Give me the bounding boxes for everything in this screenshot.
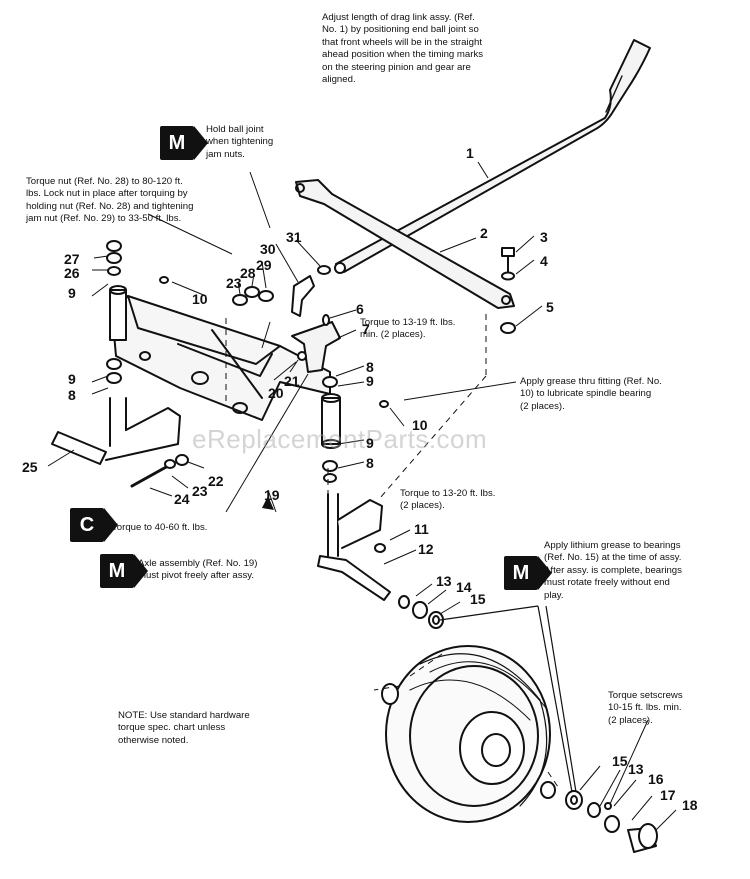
drag-link-part [334, 39, 651, 274]
callout-14: 14 [456, 579, 472, 595]
callout-10-left: 10 [192, 291, 208, 307]
callout-15-outer: 15 [612, 753, 628, 769]
m-badge-axle: M [100, 554, 148, 588]
left-spindle-part [51, 285, 181, 465]
callout-8-right-bottom: 8 [366, 455, 374, 471]
callout-24: 24 [174, 491, 190, 507]
nut-5-part [500, 322, 516, 334]
right-spindle-part [321, 376, 389, 483]
left-hardware [106, 240, 169, 384]
callout-13: 13 [436, 573, 452, 589]
callout-8-right-top: 8 [366, 359, 374, 375]
callout-6: 6 [356, 301, 364, 317]
callout-10-right: 10 [412, 417, 428, 433]
c-badge-torque: C [70, 508, 118, 542]
callout-5: 5 [546, 299, 554, 315]
alignment-dashes [225, 314, 561, 791]
steering-arm-part [291, 314, 341, 373]
ball-joint-part [291, 265, 331, 317]
callout-9-right-bottom: 9 [366, 435, 374, 451]
outer-hub-hardware [565, 790, 658, 853]
callout-17: 17 [660, 787, 676, 803]
tie-rod-part [295, 179, 515, 309]
note-torque-40-60: Torque to 40-60 ft. lbs. [112, 522, 208, 533]
callout-21: 21 [284, 373, 300, 389]
callout-12: 12 [418, 541, 434, 557]
callout-22: 22 [208, 473, 224, 489]
callout-19: 19 [264, 487, 280, 503]
callout-16: 16 [648, 771, 664, 787]
callout-29: 29 [256, 257, 272, 273]
watermark: eReplacementParts.com [192, 424, 488, 454]
callout-1: 1 [466, 145, 474, 161]
pivot-bolt-hardware [130, 286, 274, 488]
callout-23-upper: 23 [226, 275, 242, 291]
note-torque-nut: Torque nut (Ref. No. 28) to 80-120 ft. l… [26, 176, 194, 225]
note-standard-hardware: NOTE: Use standard hardware torque spec.… [118, 710, 250, 746]
m-badge-lithium: M [504, 556, 552, 590]
note-torque-13-19: Torque to 13-19 ft. lbs. min. (2 places)… [360, 317, 456, 341]
note-ball-joint: Hold ball joint when tightening jam nuts… [206, 124, 274, 160]
callout-20: 20 [268, 385, 284, 401]
callout-27: 27 [64, 251, 80, 267]
callout-8-left: 8 [68, 387, 76, 403]
callout-28: 28 [240, 265, 256, 281]
spindle-12-part [317, 493, 391, 601]
callout-30: 30 [260, 241, 276, 257]
axle-beam-part [111, 295, 331, 421]
wheel-tire-part [381, 645, 556, 823]
bolt-3-part [501, 247, 515, 281]
callout-9-left-bottom: 9 [68, 371, 76, 387]
callout-2: 2 [480, 225, 488, 241]
note-axle-pivot: Axle assembly (Ref. No. 19) must pivot f… [138, 558, 258, 582]
note-torque-13-20: Torque to 13-20 ft. lbs. (2 places). [400, 488, 496, 512]
leader-lines [47, 161, 677, 831]
callout-26: 26 [64, 265, 80, 281]
callout-15: 15 [470, 591, 486, 607]
note-drag-link: Adjust length of drag link assy. (Ref. N… [322, 12, 484, 86]
arrow-19 [262, 496, 274, 510]
callout-9-left-top: 9 [68, 285, 76, 301]
note-lithium: Apply lithium grease to bearings (Ref. N… [544, 540, 682, 601]
wheel-hub-hardware [398, 595, 444, 629]
callout-3: 3 [540, 229, 548, 245]
lithium-pointers [439, 605, 577, 793]
callout-4: 4 [540, 253, 548, 269]
callout-31: 31 [286, 229, 302, 245]
callout-9-right-top: 9 [366, 373, 374, 389]
note-grease-fitting: Apply grease thru fitting (Ref. No. 10) … [520, 376, 662, 412]
callout-13-outer: 13 [628, 761, 644, 777]
callout-18: 18 [682, 797, 698, 813]
m-badge-ball-joint: M [160, 126, 208, 160]
callout-7: 7 [362, 321, 370, 337]
callout-11: 11 [414, 521, 429, 537]
callout-23-lower: 23 [192, 483, 208, 499]
callout-25: 25 [22, 459, 38, 475]
note-setscrews: Torque setscrews 10-15 ft. lbs. min. (2 … [608, 690, 683, 726]
